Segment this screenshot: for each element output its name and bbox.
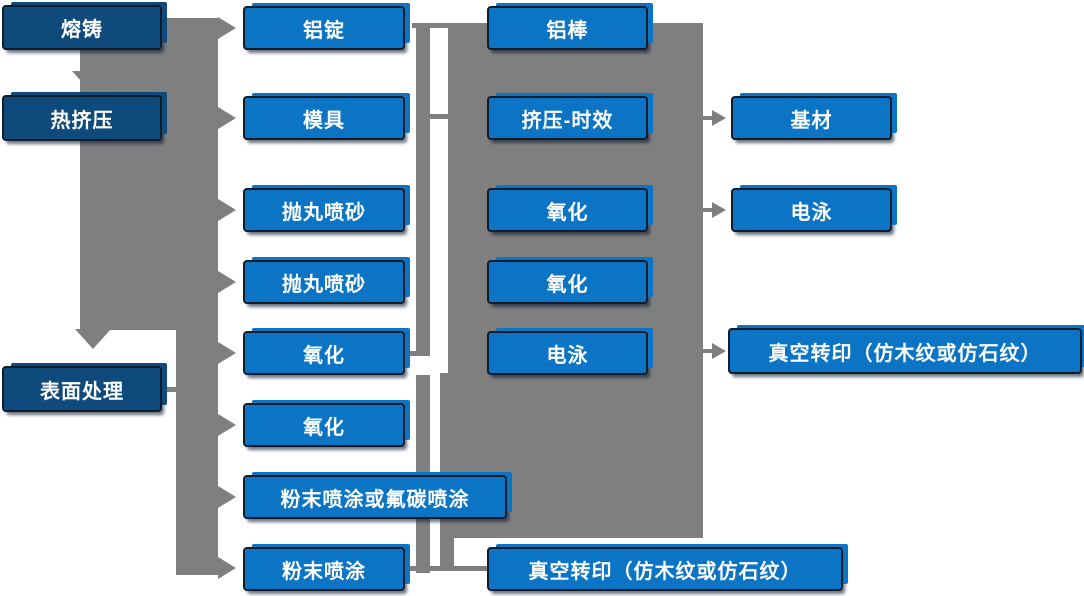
node-aluminum-rod: 铝棒 <box>487 6 648 50</box>
node-vacuum-transfer-printing-bottom: 真空转印（仿木纹或仿石纹） <box>487 547 843 591</box>
arrow-down-to-hot-extrusion-icon <box>72 71 108 91</box>
stub-ingot-to-bus <box>412 23 448 28</box>
node-hot-extrusion: 热挤压 <box>2 95 162 141</box>
node-melting-casting: 熔铸 <box>2 5 162 50</box>
arrow-to-base-material-icon <box>712 110 726 126</box>
arrow-to-electrophoresis-icon <box>712 202 726 218</box>
arrow-stem-to-base-material <box>702 116 714 120</box>
stub-powder-to-bus <box>405 566 416 571</box>
node-electrophoresis-2: 电泳 <box>731 188 892 232</box>
node-base-material: 基材 <box>731 96 892 140</box>
node-extrusion-aging: 挤压-时效 <box>487 96 648 140</box>
node-oxidation-1: 氧化 <box>243 331 405 375</box>
arrow-stem-to-electrophoresis <box>702 208 714 212</box>
node-electrophoresis-1: 电泳 <box>487 331 648 375</box>
arrow-to-oxidation-2-icon <box>218 414 236 436</box>
middle-bus-upper-connector <box>416 23 430 356</box>
node-oxidation-3: 氧化 <box>487 188 648 232</box>
node-surface-treatment: 表面处理 <box>2 366 162 412</box>
arrow-down-to-surface-treatment-icon <box>75 329 111 349</box>
node-oxidation-4: 氧化 <box>487 260 648 304</box>
node-vacuum-transfer-printing-right: 真空转印（仿木纹或仿石纹） <box>728 328 1082 374</box>
arrow-to-shot-blasting-2-icon <box>218 271 236 293</box>
arrow-stem-to-vacuum-print <box>702 349 714 353</box>
stub-oxidation-to-bus <box>405 351 416 356</box>
node-shot-blasting-1: 抛丸喷砂 <box>243 188 405 232</box>
lower-trunk-connector <box>176 330 218 575</box>
node-aluminum-ingot: 铝锭 <box>243 6 405 50</box>
arrow-to-vacuum-print-icon <box>712 343 726 359</box>
node-shot-blasting-2: 抛丸喷砂 <box>243 260 405 304</box>
stub-surface-treatment-to-trunk <box>164 387 176 392</box>
arrow-to-oxidation-1-icon <box>218 342 236 364</box>
stub-bus-to-vacuum-print <box>454 566 487 571</box>
arrow-to-mold-icon <box>218 107 236 129</box>
stub-mold-to-block <box>430 114 448 119</box>
arrow-to-powder-fluorocarbon-icon <box>218 486 236 508</box>
arrow-to-powder-coating-icon <box>218 557 236 579</box>
arrow-to-ingot-icon <box>218 17 236 39</box>
middle-bus-lower-connector <box>416 375 430 573</box>
stub-bus-link-bottom <box>430 566 440 571</box>
node-powder-or-fluorocarbon-coating: 粉末喷涂或氟碳喷涂 <box>243 475 507 519</box>
arrow-to-shot-blasting-1-icon <box>218 199 236 221</box>
node-powder-coating: 粉末喷涂 <box>243 547 405 591</box>
main-trunk-connector <box>80 18 218 330</box>
node-mold: 模具 <box>243 96 405 140</box>
node-oxidation-2: 氧化 <box>243 403 405 447</box>
